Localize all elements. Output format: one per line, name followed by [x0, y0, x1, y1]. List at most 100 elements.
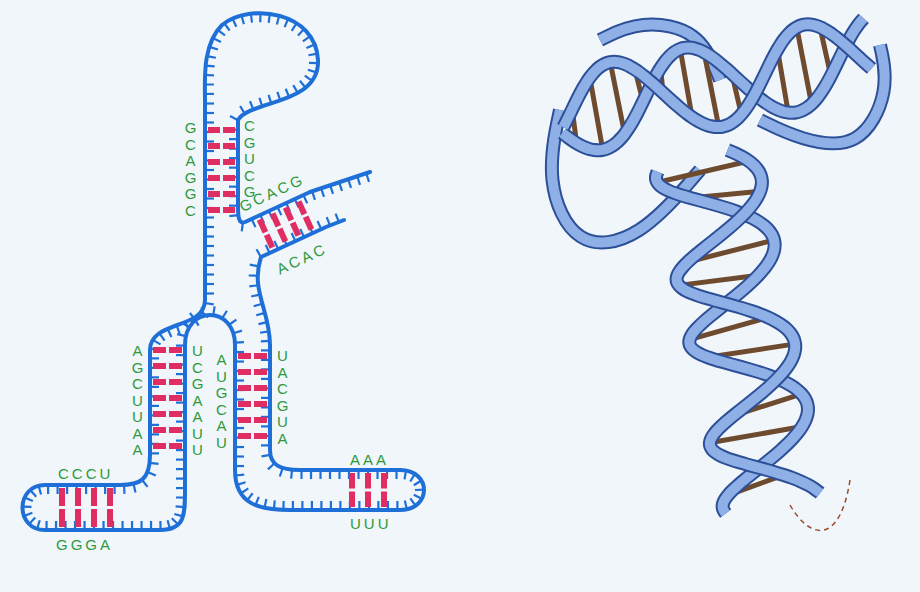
base-pair-bar: [223, 127, 235, 133]
base-pair-bar: [208, 159, 220, 165]
base-tick: [176, 420, 185, 422]
base-tick: [229, 320, 236, 325]
base-tick: [205, 93, 214, 95]
base-pair-bar: [169, 427, 182, 433]
base-pair-bar: [349, 492, 355, 508]
base-tick: [235, 408, 244, 410]
base-tick: [249, 285, 258, 286]
base-tick: [293, 85, 297, 93]
base-tick: [292, 23, 297, 31]
base-pair-bar: [169, 379, 182, 385]
base-pair-bar: [254, 369, 267, 375]
base-pair-bar: [107, 509, 113, 527]
base-tick: [300, 229, 304, 237]
base-pair-bar: [59, 509, 65, 527]
base-tick: [269, 14, 270, 23]
base-tick: [190, 313, 195, 320]
base-tick: [250, 101, 253, 109]
base-tick: [205, 292, 214, 294]
base-tick: [55, 521, 57, 530]
base-sequence: UUU: [350, 516, 392, 531]
base-tick: [150, 521, 152, 530]
base-tick: [213, 38, 221, 42]
base-tick: [30, 490, 36, 497]
base-pair-bar: [381, 473, 387, 489]
base-tick: [176, 487, 185, 489]
base-tick: [207, 56, 216, 58]
base-pair-bar: [254, 385, 267, 391]
base-pair-bar: [153, 379, 166, 385]
base-tick: [255, 497, 258, 505]
base-tick: [376, 470, 378, 479]
base-tick: [250, 265, 259, 267]
base-pair-bar: [91, 509, 97, 527]
base-tick: [45, 521, 47, 530]
base-tick: [261, 397, 270, 399]
base-tick: [298, 29, 304, 36]
base-tick: [229, 167, 238, 169]
base-tick: [300, 81, 306, 88]
base-tick: [229, 157, 238, 159]
base-tick: [121, 521, 123, 530]
base-tick: [206, 64, 215, 67]
base-tick: [395, 470, 397, 479]
base-pair-bar: [208, 127, 220, 133]
base-pair-bar: [365, 473, 371, 489]
base-pair-bar: [75, 509, 81, 527]
base-sequence: CCCU: [58, 466, 113, 481]
base-tick: [230, 116, 238, 120]
base-rod: [797, 27, 812, 104]
base-tick: [235, 398, 244, 400]
base-pair-bar: [223, 175, 235, 181]
base-pair-bar: [223, 191, 235, 197]
base-pair-bar: [381, 492, 387, 508]
base-pair-bar: [365, 492, 371, 508]
base-tick: [277, 92, 280, 100]
base-tick: [205, 273, 214, 275]
base-tick: [312, 191, 315, 200]
base-tick: [261, 425, 270, 427]
base-tick: [247, 493, 252, 500]
base-tick: [176, 392, 185, 394]
base-sequence: UCGAAUU: [190, 343, 205, 459]
base-tick: [339, 182, 342, 191]
base-rod: [610, 62, 624, 134]
base-tick: [258, 322, 267, 324]
base-pair-bar: [153, 443, 166, 449]
base-tick: [327, 217, 330, 225]
base-tick: [176, 449, 185, 451]
base-tick: [290, 470, 293, 479]
base-tick: [205, 188, 214, 190]
base-tick: [150, 357, 159, 359]
base-tick: [113, 485, 115, 494]
base-tick: [319, 470, 321, 479]
base-pair-bar: [254, 353, 267, 359]
base-rod: [657, 161, 749, 182]
base-tick: [242, 15, 244, 24]
base-pair-bar: [208, 143, 220, 149]
base-tick: [252, 219, 256, 227]
base-tick: [308, 54, 317, 56]
base-tick: [278, 207, 282, 215]
base-tick: [150, 405, 159, 407]
base-tick: [159, 333, 164, 340]
base-tick: [176, 401, 185, 403]
base-tick: [251, 14, 252, 23]
base-pair-bar: [208, 191, 220, 197]
helix-arm: [656, 150, 820, 513]
base-tick: [330, 185, 333, 194]
base-tick: [320, 501, 322, 510]
base-tick: [235, 455, 244, 457]
base-tick: [274, 241, 278, 249]
base-tick: [205, 150, 214, 152]
base-tick: [256, 313, 265, 315]
base-pair-bar: [273, 214, 279, 227]
base-tick: [205, 169, 214, 171]
base-pair-bar: [208, 207, 220, 213]
base-tick: [377, 501, 379, 510]
base-tick: [209, 47, 218, 50]
base-tick: [303, 36, 310, 41]
base-sequence: GCAGGC: [183, 120, 198, 219]
base-pair-bar: [153, 347, 166, 353]
